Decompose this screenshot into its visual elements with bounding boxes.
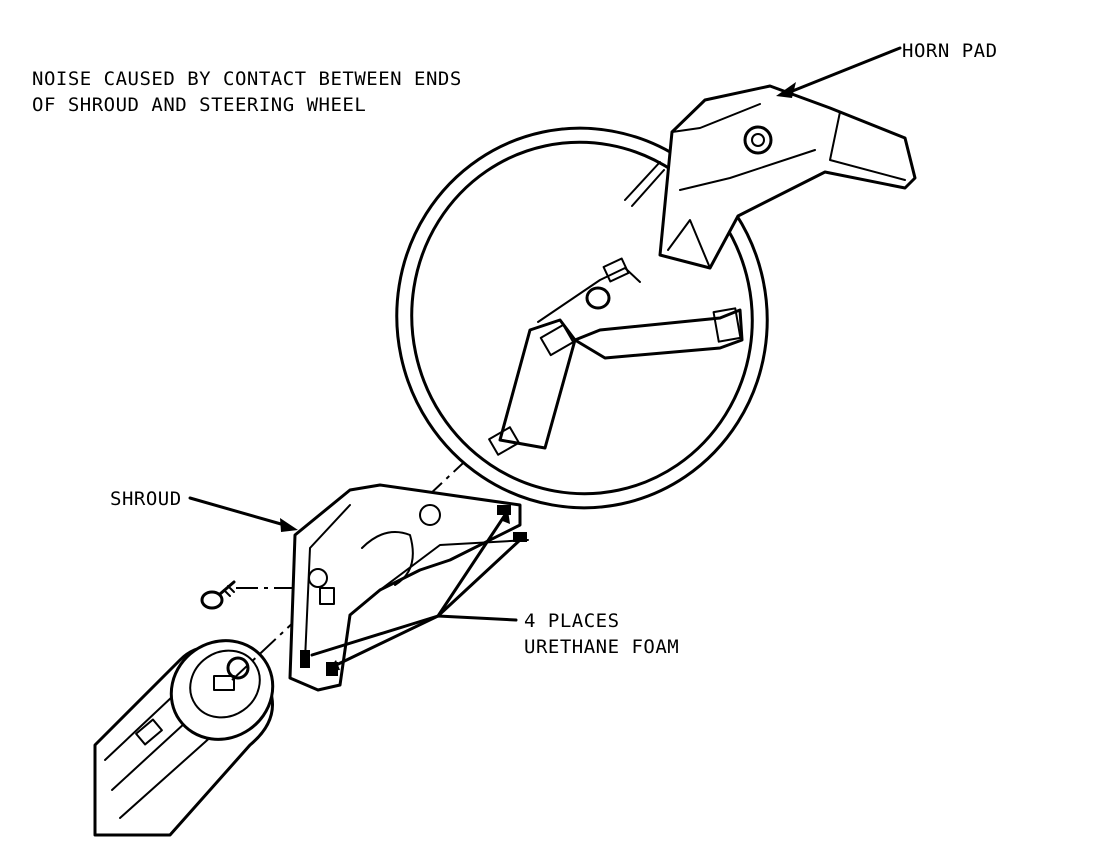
caption-line-1: NOISE CAUSED BY CONTACT BETWEEN ENDS: [32, 68, 462, 90]
caption-line-2: OF SHROUD AND STEERING WHEEL: [32, 94, 367, 116]
horn-pad: [624, 84, 917, 270]
foam-leaders: [310, 510, 522, 671]
horn-pad-label: HORN PAD: [902, 40, 998, 62]
screw: [200, 580, 236, 610]
shroud-leader: [188, 496, 298, 532]
shroud-label: SHROUD: [110, 488, 182, 510]
shroud: [288, 483, 529, 692]
foam-label-line-2: URETHANE FOAM: [524, 636, 680, 658]
horn-pad-leader: [776, 46, 902, 98]
foam-label-line-1: 4 PLACES: [524, 610, 620, 632]
